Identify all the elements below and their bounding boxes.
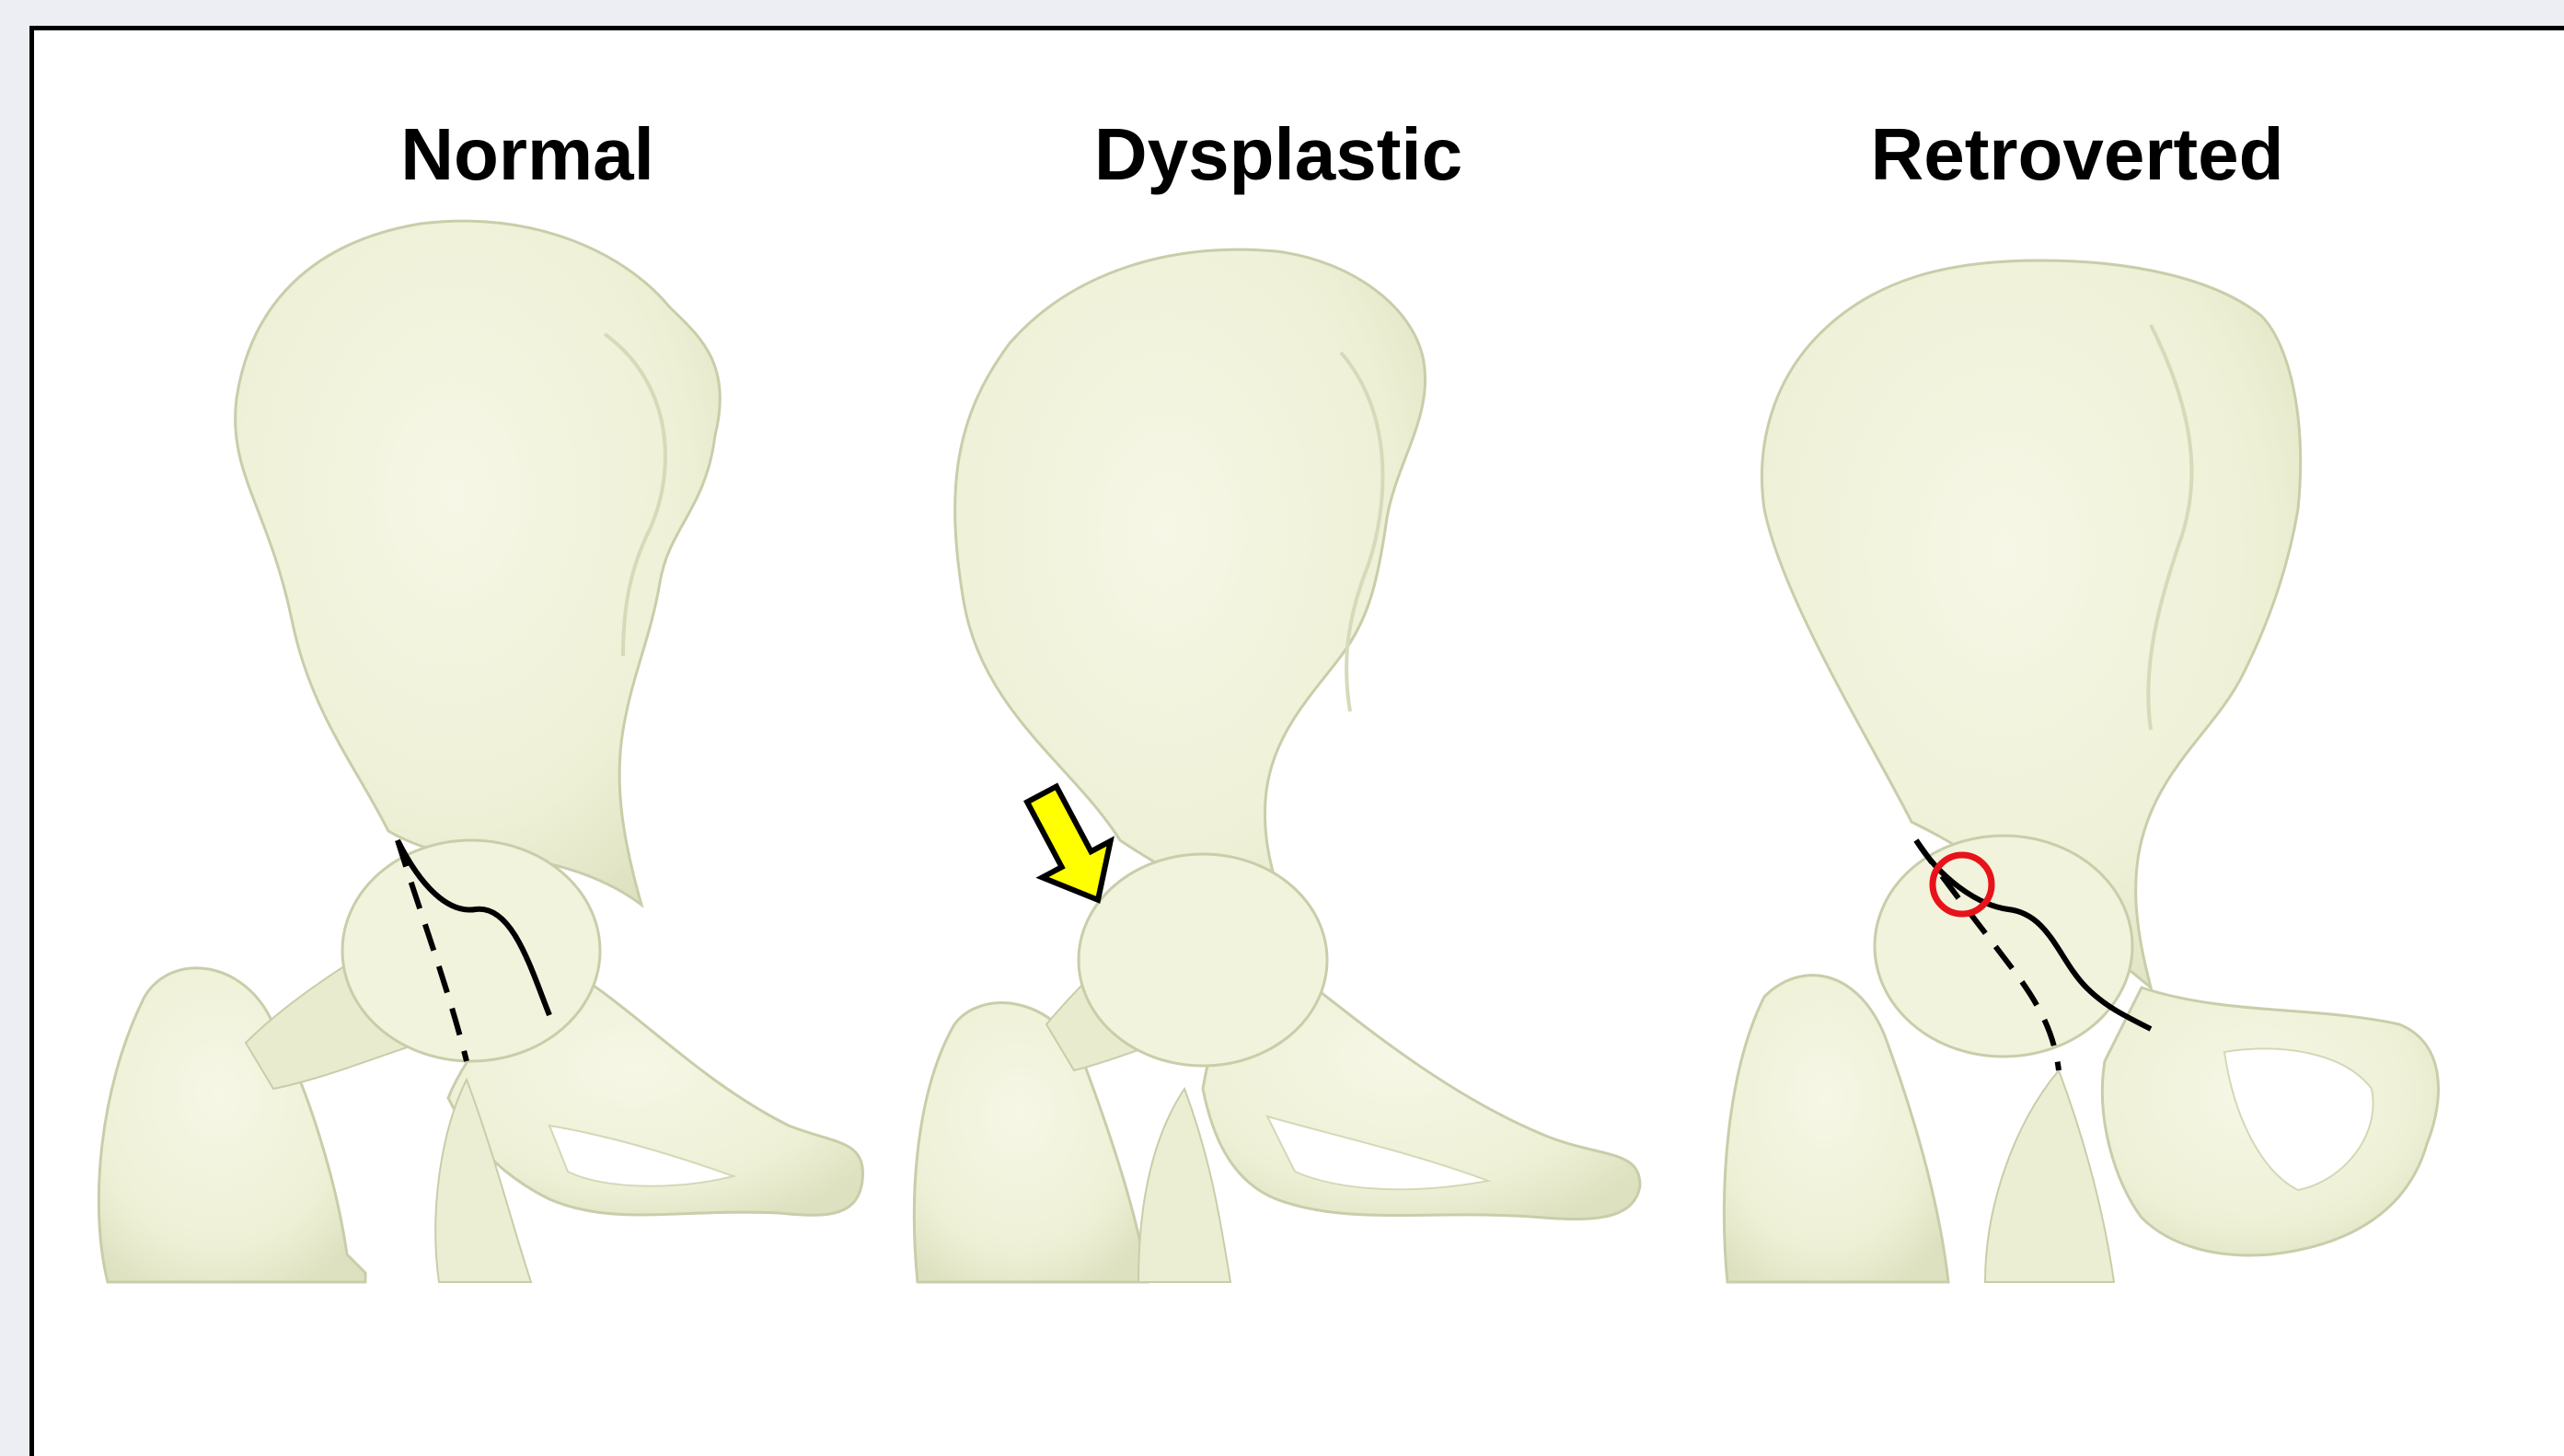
- dysplastic-femoral-head: [1079, 854, 1327, 1066]
- retroverted-hip-illustration: [1724, 260, 2438, 1282]
- normal-femoral-head: [342, 840, 600, 1061]
- retroverted-femoral-head: [1875, 836, 2132, 1057]
- normal-iliac-wing: [236, 221, 721, 905]
- dysplastic-hip-illustration: [914, 249, 1640, 1282]
- pelvis-illustrations: [34, 30, 2564, 1456]
- figure-frame: Normal Dysplastic Retroverted: [29, 26, 2564, 1456]
- normal-hip-illustration: [98, 221, 862, 1282]
